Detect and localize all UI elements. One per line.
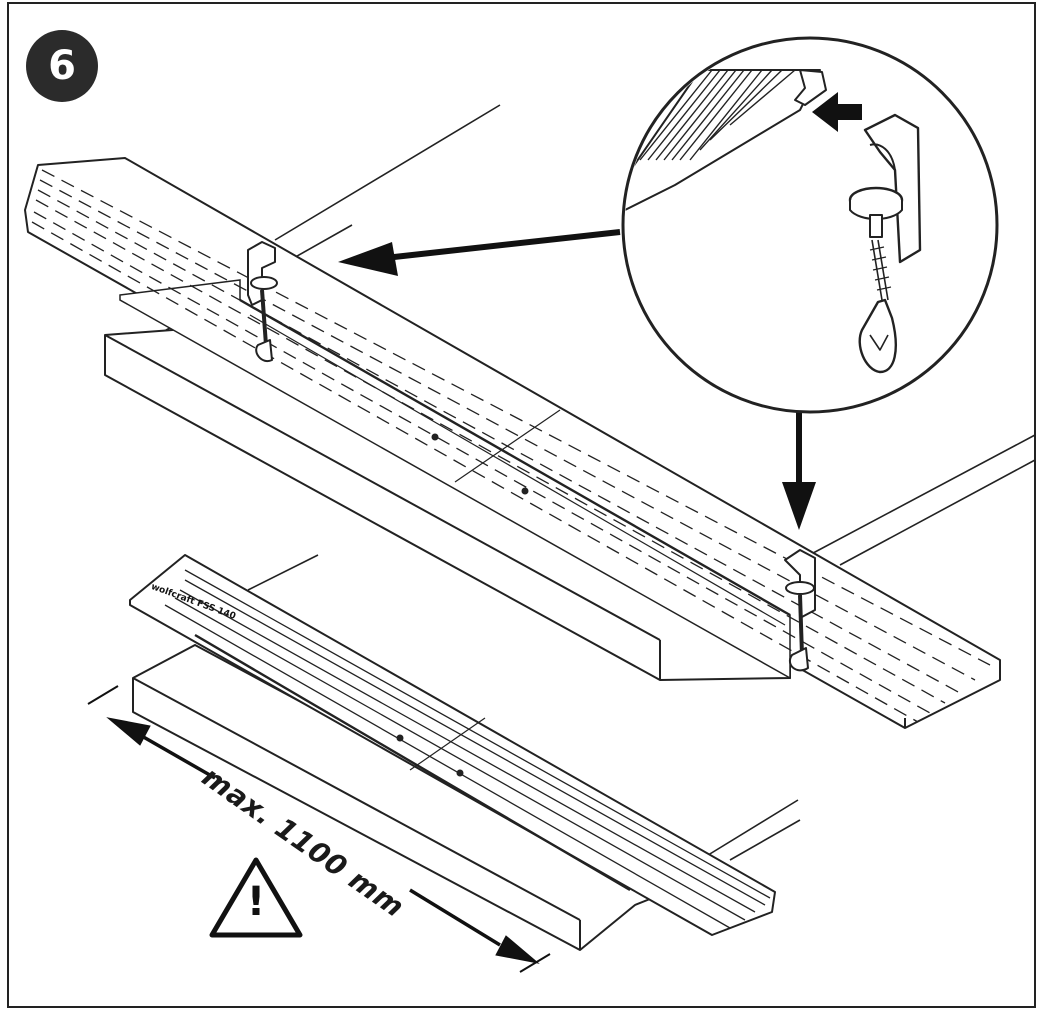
step-6-badge: 6 <box>26 30 98 102</box>
lower-guide-rail <box>129 554 776 936</box>
warning-symbol: ! <box>246 879 266 925</box>
frame-border <box>7 2 1036 1008</box>
clamp-icon <box>784 549 816 672</box>
warning-triangle-icon <box>209 857 303 938</box>
arrow-icon <box>338 229 621 276</box>
dimension-arrow <box>87 685 551 973</box>
upper-guide-rail <box>24 157 1001 729</box>
lower-table-lines <box>247 554 801 861</box>
clamp-icon <box>247 241 278 363</box>
lower-board <box>132 644 661 951</box>
magnifier-circle <box>621 36 999 414</box>
arrow-icon <box>782 412 816 530</box>
